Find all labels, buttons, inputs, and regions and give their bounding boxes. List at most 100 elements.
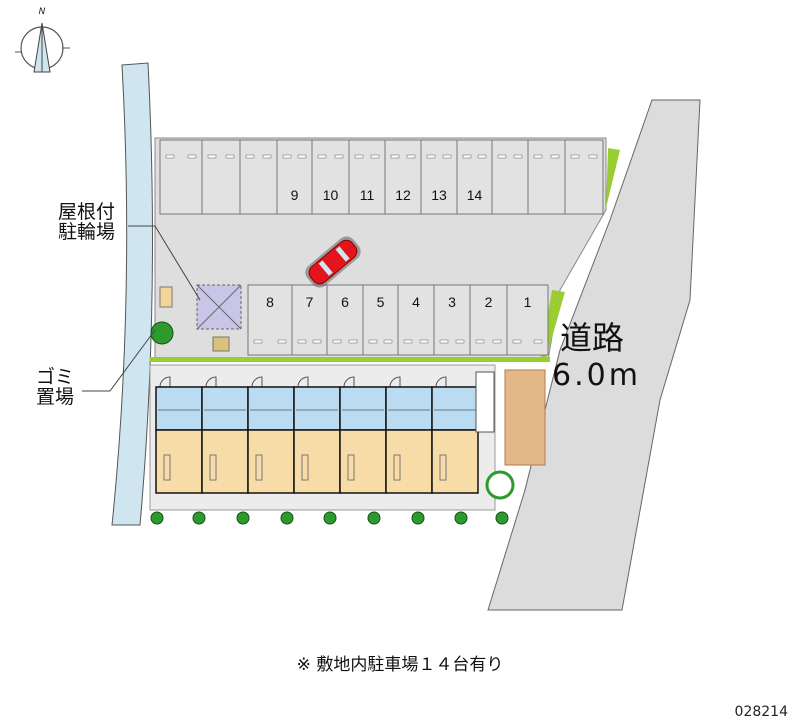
door-icon bbox=[251, 376, 263, 388]
wheel-stop bbox=[370, 154, 380, 159]
wheel-stop bbox=[570, 154, 580, 159]
wheel-stop bbox=[383, 339, 393, 344]
wheel-stop bbox=[475, 339, 485, 344]
parking-stall bbox=[276, 139, 313, 215]
stall-number: 14 bbox=[467, 187, 483, 203]
compass-icon: N bbox=[15, 7, 70, 73]
wheel-stop bbox=[439, 339, 449, 344]
canal bbox=[111, 62, 153, 526]
wheel-stop bbox=[455, 339, 465, 344]
bike-shelter bbox=[196, 284, 242, 352]
wheel-stop bbox=[245, 154, 255, 159]
stall-number: 8 bbox=[266, 294, 274, 310]
parking-stall bbox=[456, 139, 493, 215]
parking-stall bbox=[159, 139, 203, 215]
door-icon bbox=[389, 376, 401, 388]
road-name-label: 道路 bbox=[560, 319, 625, 357]
wheel-stop bbox=[348, 339, 358, 344]
wheel-stop bbox=[253, 339, 263, 344]
parking-caption: ※ 敷地内駐車場１４台有り bbox=[296, 655, 504, 675]
wheel-stop bbox=[406, 154, 416, 159]
wheel-stop bbox=[588, 154, 598, 159]
wheel-stop bbox=[282, 154, 292, 159]
stall-number: 7 bbox=[306, 294, 314, 310]
stall-number: 6 bbox=[341, 294, 349, 310]
tree-icon bbox=[150, 511, 164, 525]
garbage-label: ゴミ 置場 bbox=[36, 366, 75, 408]
parking-stall bbox=[362, 284, 399, 356]
apartment-unit bbox=[247, 376, 295, 494]
tree-icon bbox=[280, 511, 294, 525]
garbage-label-line2: 置場 bbox=[36, 385, 75, 408]
wheel-stop bbox=[368, 339, 378, 344]
wheel-stop bbox=[317, 154, 327, 159]
stairs bbox=[475, 371, 495, 433]
parking-stall bbox=[433, 284, 471, 356]
building bbox=[155, 376, 479, 494]
tree-icon bbox=[495, 511, 509, 525]
door-icon bbox=[297, 376, 309, 388]
tree-icon bbox=[367, 511, 381, 525]
stall-number: 3 bbox=[448, 294, 456, 310]
wheel-stop bbox=[334, 154, 344, 159]
wheel-stop bbox=[497, 154, 507, 159]
wheel-stop bbox=[277, 339, 287, 344]
road bbox=[487, 99, 701, 611]
wheel-stop bbox=[403, 339, 413, 344]
wheel-stop bbox=[207, 154, 217, 159]
stall-number: 4 bbox=[412, 294, 420, 310]
wheel-stop bbox=[419, 339, 429, 344]
stall-number: 11 bbox=[360, 187, 375, 203]
hedge bbox=[150, 357, 550, 362]
car-icon bbox=[305, 236, 361, 288]
stall-number: 10 bbox=[323, 187, 339, 203]
stall-number: 13 bbox=[431, 187, 447, 203]
apartment-unit bbox=[293, 376, 341, 494]
parking-stall bbox=[311, 139, 350, 215]
door-icon bbox=[205, 376, 217, 388]
wheel-stop bbox=[187, 154, 197, 159]
tree-icon bbox=[150, 321, 174, 345]
apartment-unit bbox=[201, 376, 249, 494]
door-icon bbox=[435, 376, 447, 388]
apartment-unit bbox=[385, 376, 433, 494]
leader-line-bike bbox=[128, 225, 201, 301]
parking-stall bbox=[506, 284, 549, 356]
wheel-stop bbox=[462, 154, 472, 159]
wheel-stop bbox=[332, 339, 342, 344]
stall-number: 2 bbox=[485, 294, 493, 310]
wheel-stop bbox=[513, 154, 523, 159]
wheel-stop bbox=[262, 154, 272, 159]
wheel-stop bbox=[165, 154, 175, 159]
property-code: 028214 bbox=[734, 704, 788, 720]
leader-line-garbage bbox=[82, 329, 156, 392]
parking-stall bbox=[384, 139, 422, 215]
garbage-area bbox=[159, 286, 173, 308]
wheel-stop bbox=[426, 154, 436, 159]
parking-stall bbox=[326, 284, 364, 356]
door-icon bbox=[343, 376, 355, 388]
apartment-unit bbox=[431, 376, 479, 494]
tree-icon bbox=[485, 470, 515, 500]
parking-stall bbox=[291, 284, 328, 356]
tree-icon bbox=[192, 511, 206, 525]
bike-shelter-label: 屋根付 駐輪場 bbox=[58, 202, 115, 243]
grass-strip bbox=[606, 148, 620, 208]
tree-icon bbox=[454, 511, 468, 525]
wheel-stop bbox=[312, 339, 322, 344]
parking-stall bbox=[239, 139, 278, 215]
wheel-stop bbox=[477, 154, 487, 159]
parking-stall bbox=[348, 139, 386, 215]
parking-stall bbox=[247, 284, 293, 356]
wheel-stop bbox=[492, 339, 502, 344]
wheel-stop bbox=[297, 154, 307, 159]
wheel-stop bbox=[442, 154, 452, 159]
wheel-stop bbox=[533, 339, 543, 344]
parking-stall bbox=[420, 139, 458, 215]
stall-number: 9 bbox=[291, 187, 299, 203]
garbage-label-line1: ゴミ bbox=[36, 366, 75, 388]
parking-stall bbox=[201, 139, 241, 215]
